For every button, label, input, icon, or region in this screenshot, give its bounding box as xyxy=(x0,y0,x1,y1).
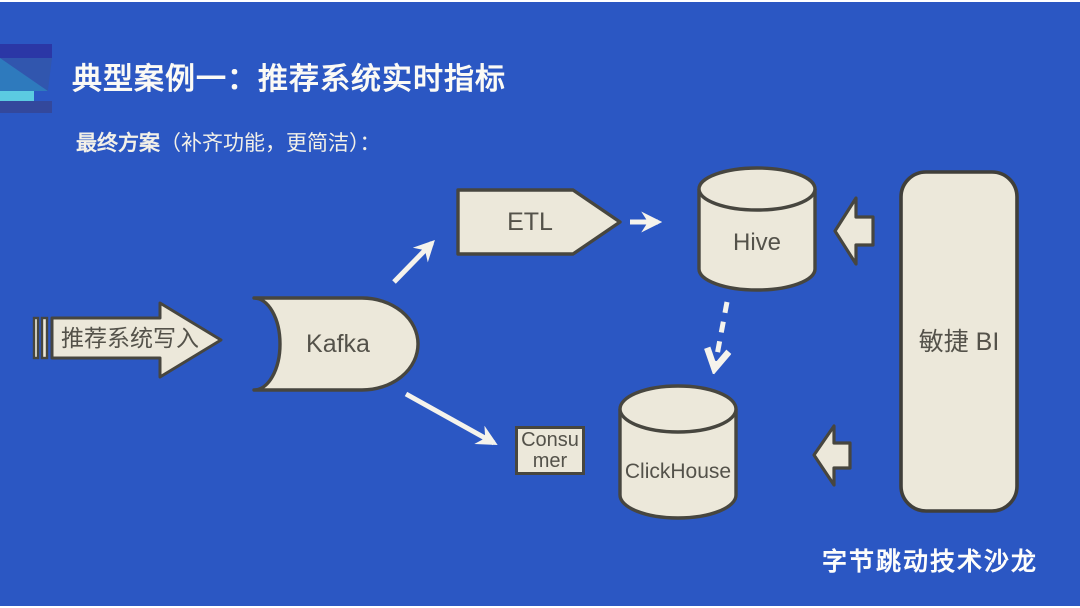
node-kafka-label: Kafka xyxy=(306,330,370,358)
logo-triangle xyxy=(0,58,52,91)
page-title: 典型案例一：推荐系统实时指标 xyxy=(72,63,506,96)
logo-bar-top xyxy=(0,44,52,58)
node-kafka: Kafka xyxy=(252,296,420,392)
etl-shape xyxy=(456,188,622,256)
logo-bar-bottom xyxy=(0,101,52,113)
logo-cyan-bar xyxy=(0,91,34,101)
striped-arrow-body xyxy=(50,301,223,379)
node-hive: Hive xyxy=(697,166,817,292)
left-block-arrow-icon xyxy=(833,196,875,266)
node-bi-label: 敏捷 BI xyxy=(919,328,1000,356)
footer-brand: 字节跳动技术沙龙 xyxy=(821,548,1038,576)
kafka-shape xyxy=(252,296,420,392)
edge-kafka-to-etl xyxy=(392,239,435,284)
edge-bi-to-hive-block-arrow xyxy=(833,196,875,266)
node-etl: ETL xyxy=(456,188,622,256)
subtitle-rest: （补齐功能，更简洁）： xyxy=(160,132,381,155)
striped-arrow-stripe2 xyxy=(40,316,49,360)
clickhouse-top xyxy=(618,384,738,434)
node-clickhouse: ClickHouse xyxy=(618,384,738,520)
node-source-label: 推荐系统写入 xyxy=(61,325,199,351)
node-clickhouse-label: ClickHouse xyxy=(625,460,731,483)
bi-shape xyxy=(899,170,1019,513)
edge-kafka-to-consumer xyxy=(404,391,498,446)
hive-top xyxy=(697,166,817,212)
node-consumer: Consumer xyxy=(515,426,585,475)
node-bi: 敏捷 BI xyxy=(899,170,1019,513)
hive-body xyxy=(697,189,817,292)
striped-arrow-stripe1 xyxy=(32,316,40,360)
edge-hive-to-clickhouse-dashed xyxy=(715,301,727,366)
node-etl-label: ETL xyxy=(507,208,553,236)
subtitle-bold: 最终方案 xyxy=(76,132,160,155)
node-consumer-label: Consumer xyxy=(521,429,579,472)
clickhouse-body xyxy=(618,409,738,520)
node-hive-label: Hive xyxy=(733,229,781,256)
node-source: 推荐系统写入 xyxy=(32,301,223,379)
edge-bi-to-clickhouse-block-arrow xyxy=(812,424,852,487)
subtitle: 最终方案（补齐功能，更简洁）： xyxy=(76,127,381,157)
left-block-arrow-icon xyxy=(812,424,852,487)
